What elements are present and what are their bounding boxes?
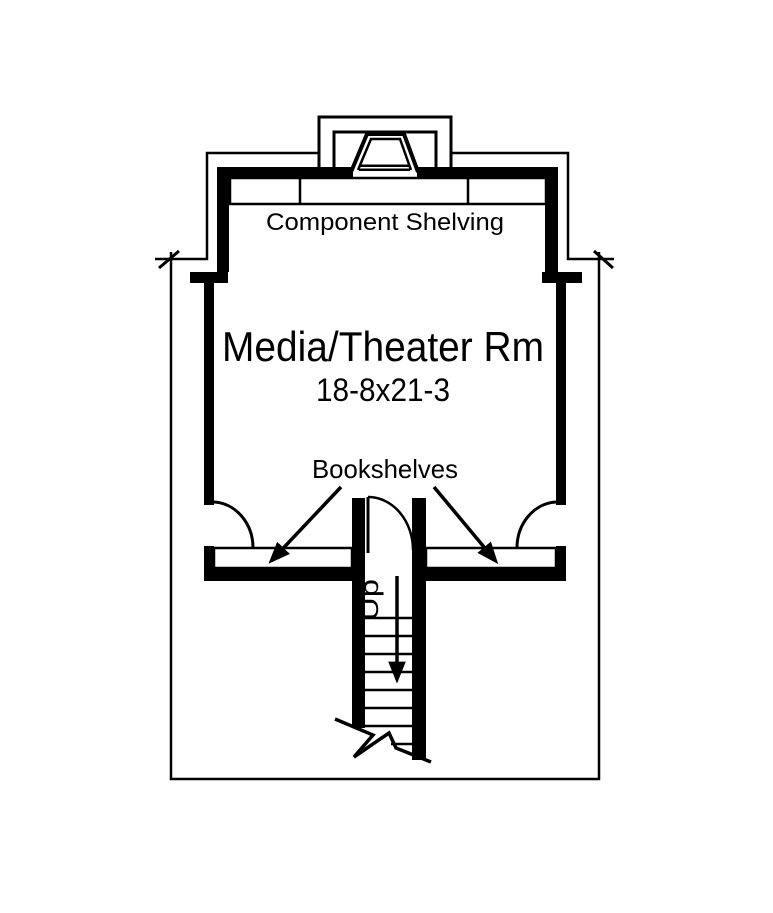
walls — [190, 167, 582, 760]
foundation-outline — [169, 252, 601, 781]
corner-arc-right — [515, 500, 557, 549]
wall-main-left — [204, 272, 214, 505]
bookshelves-label: Bookshelves — [312, 454, 458, 484]
component-shelving-cabinet — [228, 176, 548, 206]
niche-base-strip-top — [359, 164, 410, 167]
wall-upper-right — [545, 167, 558, 272]
media-niche — [317, 115, 453, 173]
stairwell-wall-right — [412, 498, 426, 760]
stair-door — [366, 495, 415, 553]
break-tick-right — [592, 249, 615, 270]
niche-outer-bay — [317, 115, 453, 167]
wall-corner-left — [204, 546, 214, 570]
wall-upper-left — [217, 167, 229, 272]
wall-bottom-right — [426, 568, 566, 581]
door-swing-arc — [367, 495, 415, 551]
niche-trapezoid-inner — [356, 137, 413, 171]
wall-bottom-left — [204, 568, 352, 581]
wall-main-right — [556, 272, 566, 505]
room-dimensions-label: 18-8x21-3 — [316, 372, 450, 408]
room-name-label: Media/Theater Rm — [222, 323, 544, 370]
bookshelves-arrow-right — [432, 485, 499, 565]
niche-base-strip-bottom — [359, 168, 410, 171]
corner-arc-left — [213, 500, 255, 549]
wall-top-left-segment — [217, 167, 353, 177]
break-tick-left — [158, 249, 180, 270]
wall-cut-line-left — [155, 151, 319, 270]
stair-up-label: Up — [354, 579, 384, 621]
wall-cut-line-right — [451, 151, 615, 270]
stair-treads — [365, 616, 412, 746]
bookshelves-arrow-left — [268, 485, 343, 564]
wall-top-right-segment — [417, 167, 558, 177]
wall-corner-right — [556, 546, 566, 570]
stair-break-line — [334, 717, 432, 764]
component-shelving-label: Component Shelving — [266, 209, 504, 236]
stairwell-wall-left — [352, 498, 365, 728]
bookshelf-left — [212, 546, 354, 570]
